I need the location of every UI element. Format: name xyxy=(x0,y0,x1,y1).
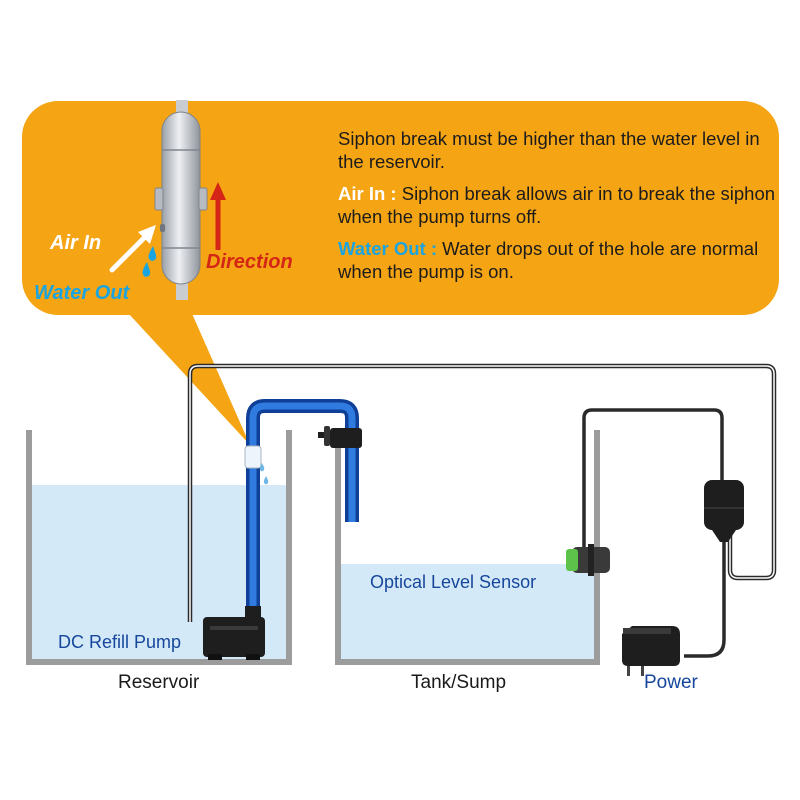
water-out-keyword: Water Out : xyxy=(338,238,438,259)
water-droplets-icon xyxy=(142,246,157,277)
direction-arrow xyxy=(210,182,226,250)
power-label: Power xyxy=(644,672,698,693)
sensor-cable xyxy=(187,363,777,622)
direction-label: Direction xyxy=(206,251,293,273)
dc-refill-pump xyxy=(203,606,265,660)
air-in-description: Siphon break allows air in to break the … xyxy=(338,183,776,227)
optical-level-sensor xyxy=(566,544,610,576)
reservoir-tank xyxy=(26,430,292,665)
air-in-arrow xyxy=(109,225,156,273)
air-in-keyword: Air In : xyxy=(338,183,397,204)
water-out-label: Water Out xyxy=(34,282,130,304)
air-in-label: Air In xyxy=(50,232,102,254)
sensor-to-controller-cable xyxy=(582,408,724,547)
air-in-note: Air In : Siphon break allows air in to b… xyxy=(338,182,778,228)
siphon-break-closeup xyxy=(154,100,208,300)
sensor-label: Optical Level Sensor xyxy=(370,572,537,592)
tank-sump xyxy=(335,430,600,665)
water-out-note: Water Out : Water drops out of the hole … xyxy=(338,237,778,283)
power-cable xyxy=(684,542,726,658)
siphon-break-valve xyxy=(244,445,262,469)
reservoir-label: Reservoir xyxy=(118,672,200,693)
callout-bubble xyxy=(22,101,779,445)
water-out-description: Water drops out of the hole are normal w… xyxy=(338,238,759,282)
controller-box xyxy=(704,480,744,542)
pipe-water-drops-icon xyxy=(259,463,269,485)
tank-label: Tank/Sump xyxy=(411,672,507,693)
pipe-clip xyxy=(318,426,362,448)
siphon-break-note: Siphon break must be higher than the wat… xyxy=(338,128,760,172)
refill-pipe xyxy=(246,399,359,620)
callout-text: Siphon break must be higher than the wat… xyxy=(338,127,778,292)
power-adapter-icon xyxy=(622,626,680,676)
pump-label: DC Refill Pump xyxy=(58,632,182,652)
